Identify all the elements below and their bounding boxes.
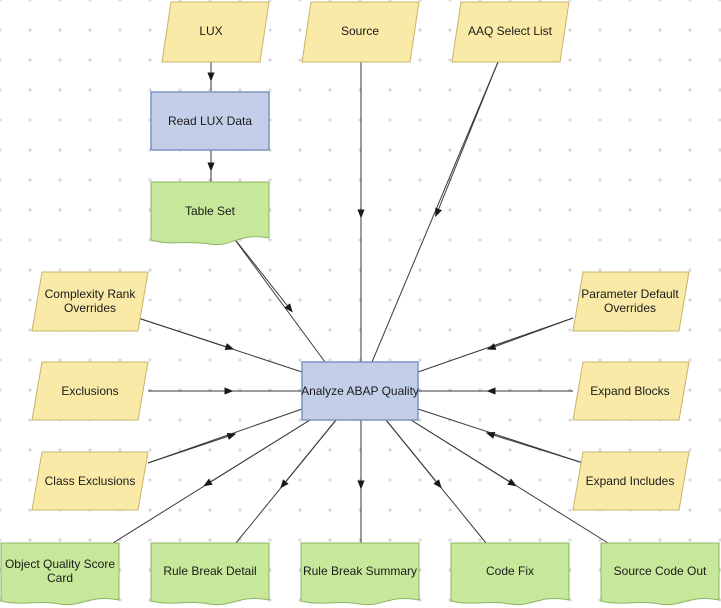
input-complexity-rank-overrides-label-line2: Overrides: [64, 301, 116, 315]
input-complexity-rank-overrides-label-line1: Complexity Rank: [45, 287, 137, 301]
output-table-set[interactable]: Table Set: [150, 181, 270, 246]
input-parameter-default-overrides-label-line1: Parameter Default: [581, 287, 679, 301]
arrow-complexity-rank-overrides-to-analyze: [137, 317, 235, 351]
arrow-class-exclusions-to-analyze: [147, 433, 237, 464]
arrow-table-set-to-analyze: [229, 232, 293, 313]
arrow-analyze-to-object-quality-score-card: [203, 419, 311, 487]
arrow-analyze-to-source-code-out: [410, 419, 517, 487]
output-source-code-out[interactable]: Source Code Out: [600, 542, 720, 606]
output-code-fix-label: Code Fix: [486, 564, 534, 578]
process-analyze-abap-quality-label: Analyze ABAP Quality: [301, 384, 419, 398]
output-object-quality-score-card-label-line2: Card: [47, 571, 73, 585]
input-class-exclusions-label: Class Exclusions: [45, 474, 136, 488]
edges: [112, 61, 609, 544]
input-aaq-select-list[interactable]: AAQ Select List: [451, 1, 570, 63]
edge-table-set-to-analyze: [229, 232, 326, 363]
input-parameter-default-overrides[interactable]: Parameter Default Overrides: [572, 271, 690, 332]
process-read-lux-data-label: Read LUX Data: [168, 114, 252, 128]
arrow-analyze-to-code-fix: [385, 419, 442, 489]
process-read-lux-data[interactable]: Read LUX Data: [150, 91, 270, 151]
output-code-fix[interactable]: Code Fix: [450, 542, 570, 606]
output-rule-break-detail[interactable]: Rule Break Detail: [150, 542, 270, 606]
input-complexity-rank-overrides[interactable]: Complexity Rank Overrides: [31, 271, 149, 332]
input-expand-blocks[interactable]: Expand Blocks: [572, 361, 690, 421]
input-exclusions-label: Exclusions: [61, 384, 118, 398]
output-rule-break-summary-label: Rule Break Summary: [303, 564, 417, 578]
output-table-set-label: Table Set: [185, 204, 236, 218]
input-exclusions[interactable]: Exclusions: [31, 361, 149, 421]
arrow-aaq-select-list-to-analyze: [435, 61, 499, 218]
output-object-quality-score-card[interactable]: Object Quality Score Card: [0, 542, 120, 606]
input-source-label: Source: [341, 24, 379, 38]
input-lux[interactable]: LUX: [161, 1, 270, 63]
output-rule-break-summary[interactable]: Rule Break Summary: [300, 542, 420, 606]
input-parameter-default-overrides-label-line2: Overrides: [604, 301, 656, 315]
input-lux-label: LUX: [199, 24, 222, 38]
output-rule-break-detail-label: Rule Break Detail: [163, 564, 256, 578]
process-analyze-abap-quality[interactable]: Analyze ABAP Quality: [301, 361, 419, 421]
output-object-quality-score-card-label-line1: Object Quality Score: [5, 557, 115, 571]
input-expand-blocks-label: Expand Blocks: [590, 384, 669, 398]
input-class-exclusions[interactable]: Class Exclusions: [31, 451, 149, 511]
output-source-code-out-label: Source Code Out: [614, 564, 707, 578]
edge-aaq-select-list-to-analyze: [371, 61, 499, 363]
input-expand-includes[interactable]: Expand Includes: [572, 451, 690, 511]
input-aaq-select-list-label: AAQ Select List: [468, 24, 553, 38]
input-expand-includes-label: Expand Includes: [586, 474, 675, 488]
arrow-analyze-to-rule-break-detail: [280, 419, 337, 489]
input-source[interactable]: Source: [301, 1, 420, 63]
arrow-expand-includes-to-analyze: [485, 431, 584, 464]
arrow-parameter-default-overrides-to-analyze: [486, 317, 574, 350]
